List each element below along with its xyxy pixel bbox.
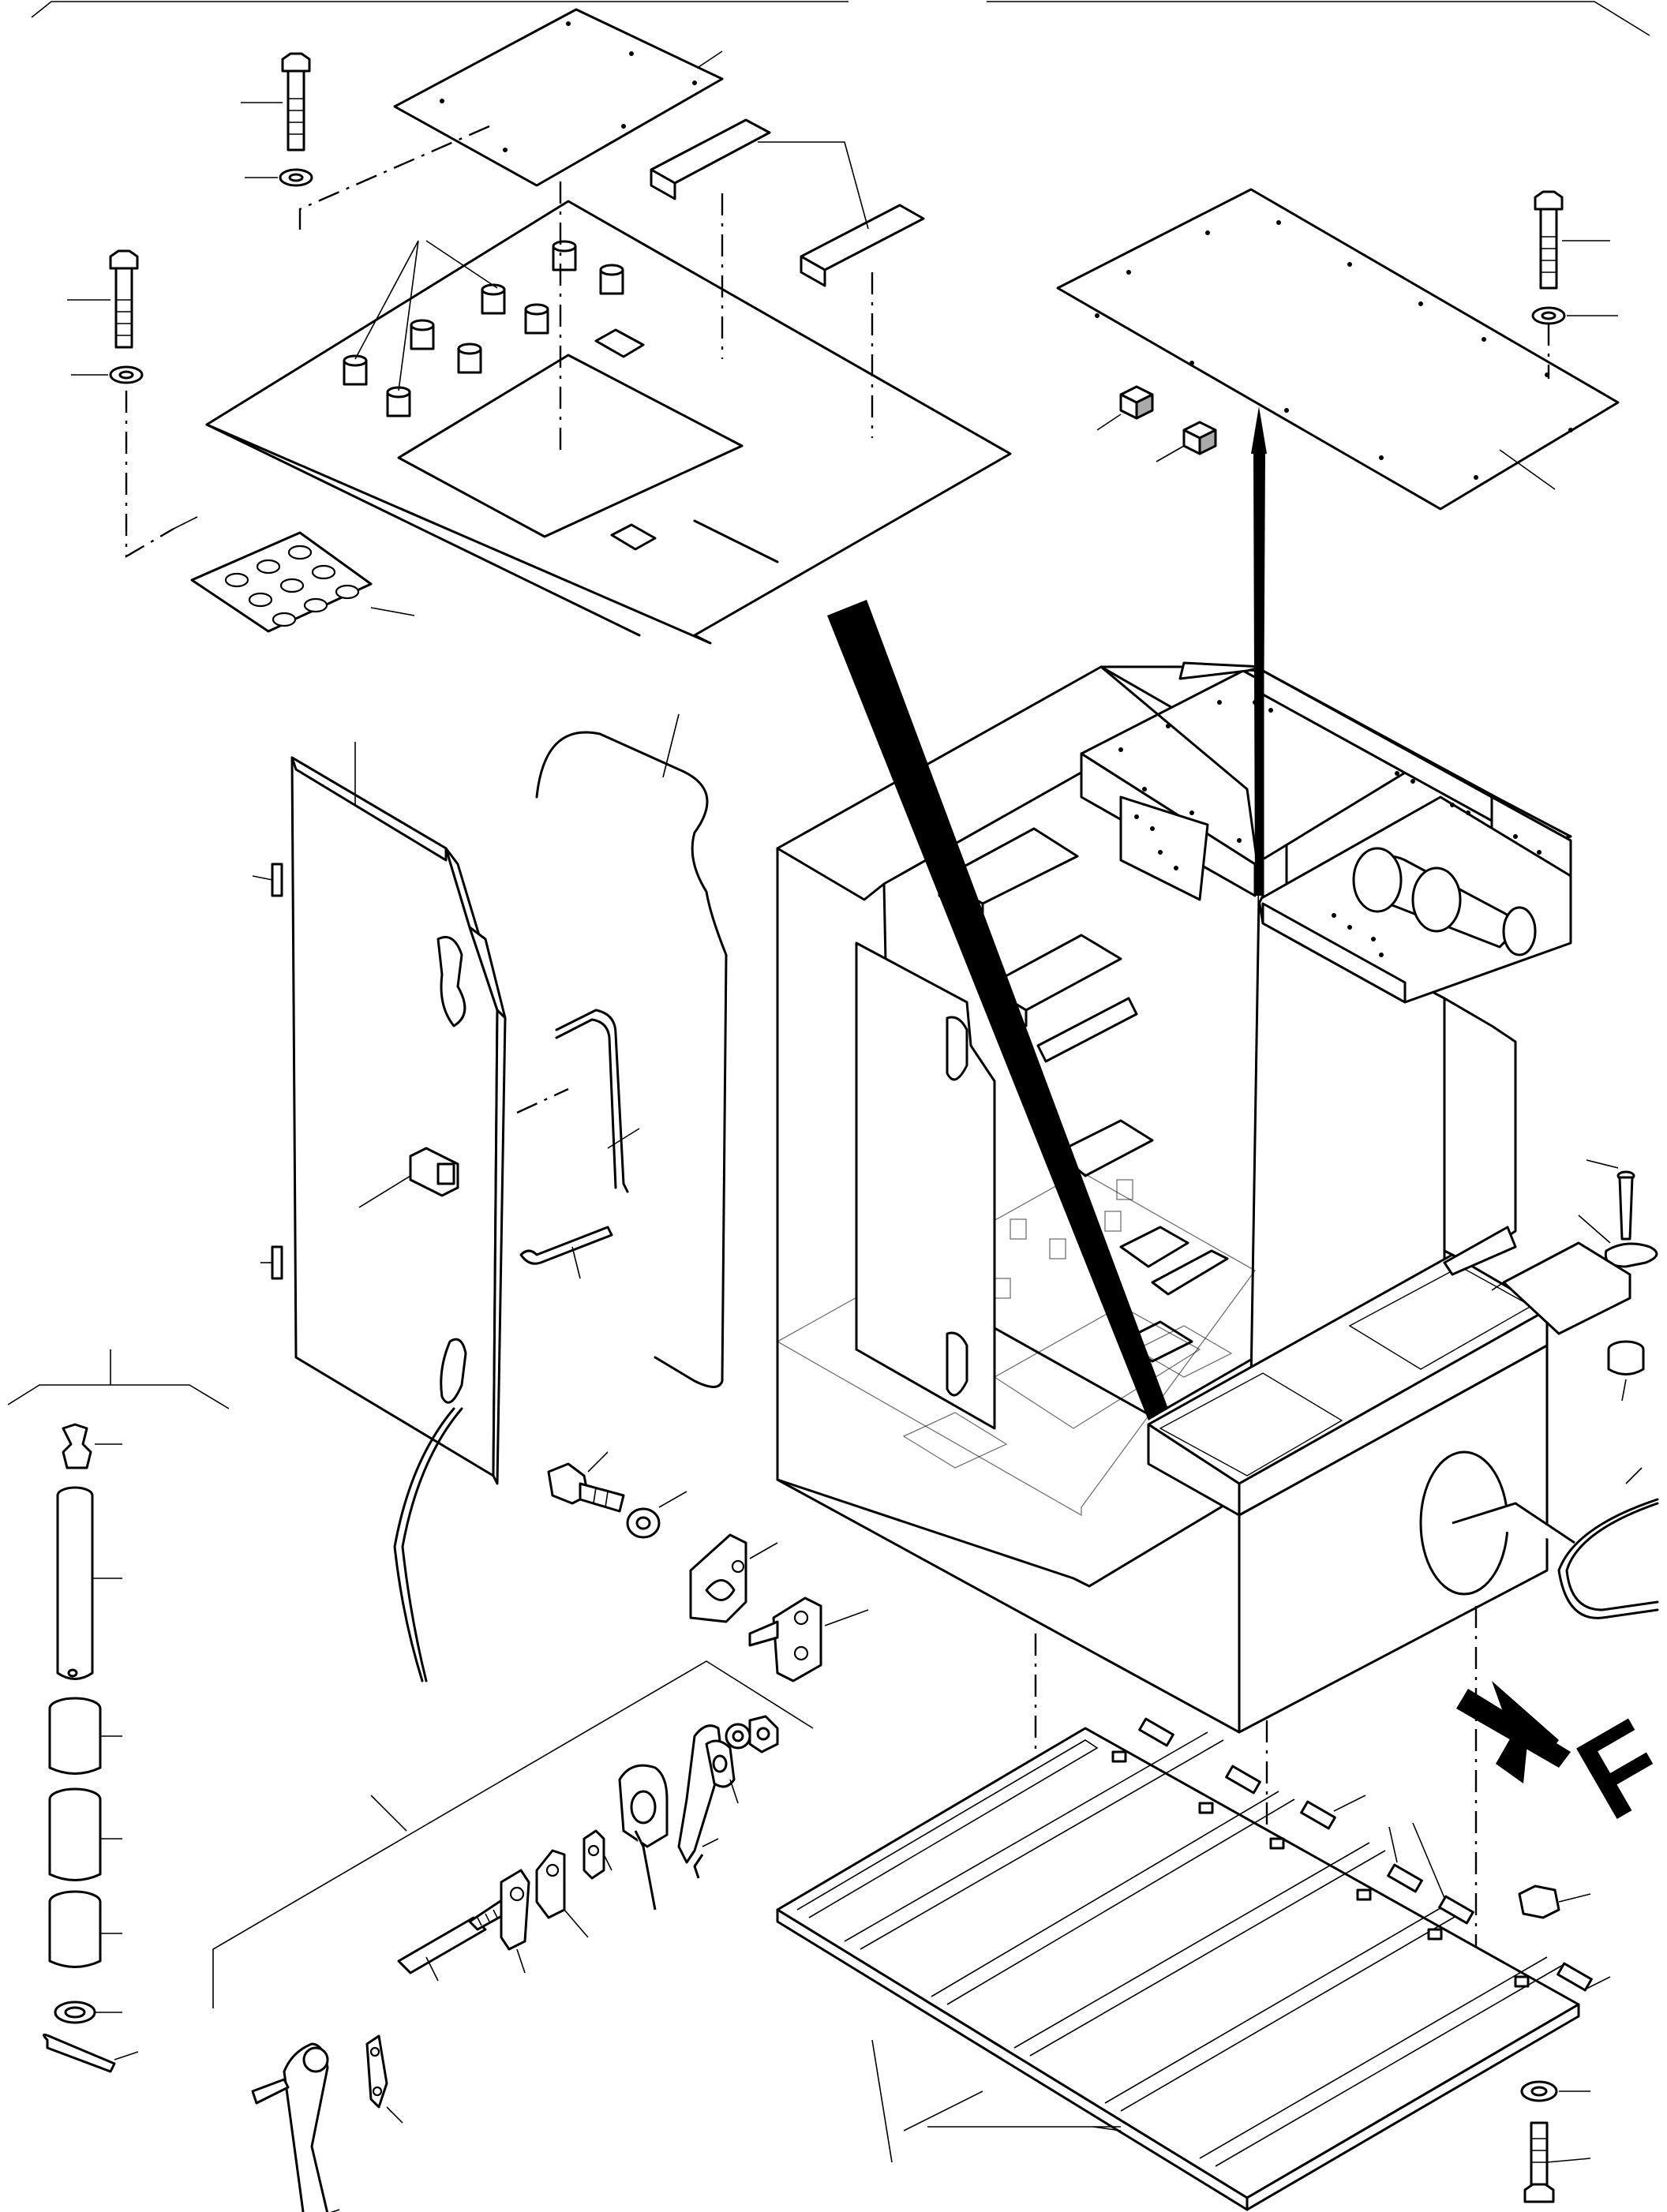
tray-pegs [1138, 1717, 1611, 1992]
top-right-cover-plate [1056, 188, 1620, 511]
bottom-nut [1518, 1885, 1591, 1919]
small-cover-plate [393, 8, 724, 187]
hinge-pin-stack [7, 1349, 230, 2073]
door-hinge-upper [271, 863, 283, 897]
right-side-grating [1491, 1241, 1631, 1335]
bottom-tray [776, 1727, 1580, 2211]
assembly-arrows [827, 406, 1571, 1783]
door-seal [535, 713, 728, 1388]
right-side-hose [1557, 1467, 1659, 1619]
washer-lower [71, 365, 144, 384]
hex-bolt-lower [67, 249, 139, 349]
right-side-bumper [1607, 1340, 1645, 1402]
door-lock [409, 1147, 459, 1197]
guide-rail-2 [800, 204, 925, 287]
mount-bracket [748, 1596, 869, 1682]
bottom-washer [1520, 2080, 1590, 2102]
split-pin [519, 1226, 613, 1279]
washer-right [1531, 306, 1618, 325]
connector-panel [190, 531, 415, 633]
bottom-bolt [1523, 2121, 1591, 2203]
door-hinge-lower [271, 1245, 283, 1280]
hex-bolt-right [1534, 190, 1610, 290]
right-side-knob [1578, 1215, 1658, 1268]
washer-upper [245, 168, 313, 187]
upper-plate-assembly [125, 8, 1012, 645]
hex-bolt-upper [241, 52, 311, 152]
cabinet-front-door [855, 941, 996, 1430]
mount-washer [626, 1491, 687, 1539]
door-handle-upper [436, 936, 466, 1027]
small-cube-1 [1096, 385, 1154, 431]
latch-rod [555, 1009, 640, 1193]
view-label-f: F [1556, 1694, 1667, 1844]
guide-rail-1 [650, 118, 771, 200]
side-door [252, 742, 569, 1682]
ghost-rail-1 [1151, 1249, 1229, 1296]
mount-plate [689, 1533, 778, 1623]
right-side-screw [1586, 1159, 1635, 1241]
latch-assembly [212, 1660, 814, 2212]
spacer-bushings [343, 240, 624, 417]
mount-bolt [547, 1451, 625, 1513]
small-cube-2 [1156, 421, 1217, 462]
header-rules [31, 1, 1650, 36]
door-handle-lower [440, 1338, 467, 1404]
floor-plate [205, 200, 1012, 645]
